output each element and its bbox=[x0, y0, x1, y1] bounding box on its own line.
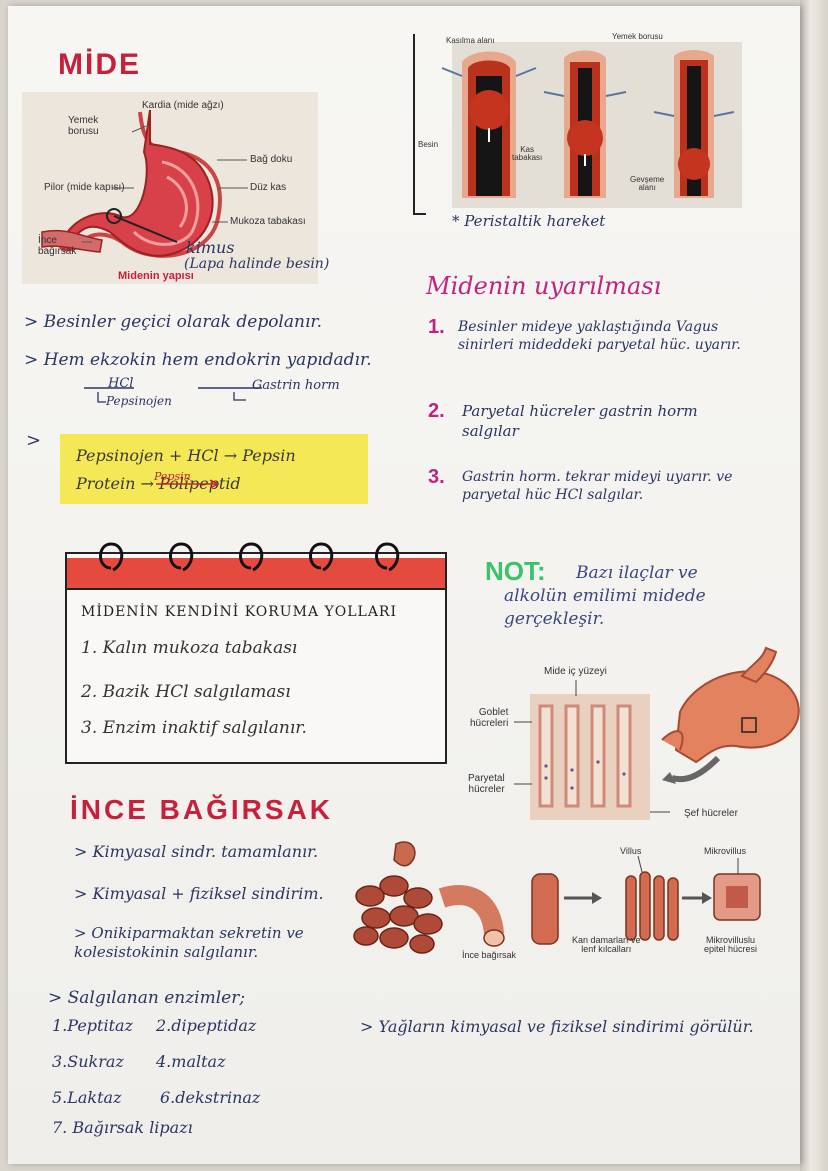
notebook-page: MİDE Kardia (mide ağzı) Yemek borusu Bağ… bbox=[8, 6, 800, 1164]
label-paryetal: Paryetal hücreler bbox=[468, 773, 505, 795]
koruma-item-3: 3. Enzim inaktif salgılanır. bbox=[81, 718, 307, 738]
label-sef: Şef hücreler bbox=[684, 808, 738, 819]
uyarilma-text-2: Paryetal hücreler gastrin horm salgılar bbox=[462, 402, 698, 440]
figure-caption: Midenin yapısı bbox=[118, 270, 194, 282]
label-mukoza: Mukoza tabakası bbox=[230, 216, 306, 227]
enzyme-3: 3.Sukraz bbox=[52, 1052, 124, 1071]
peristalsis-figure: Kasılma alanı Yemek borusu Besin Kas tab… bbox=[412, 28, 742, 220]
ince-note-2: > Kimyasal + fiziksel sindirim. bbox=[74, 884, 324, 903]
label-pilor: Pilor (mide kapısı) bbox=[44, 182, 125, 193]
tube-3 bbox=[674, 50, 714, 198]
label-ince-bagirsak-fig: İnce bağırsak bbox=[462, 950, 517, 960]
label-mikrovillus: Mikrovillus bbox=[704, 846, 747, 856]
hand-note-lapa: (Lapa halinde besin) bbox=[184, 256, 330, 272]
stomach-figure: Kardia (mide ağzı) Yemek borusu Bağ doku… bbox=[22, 92, 318, 284]
tube-1 bbox=[462, 51, 516, 198]
calendar-band bbox=[67, 558, 445, 590]
enzyme-1: 1.Peptitaz bbox=[52, 1016, 133, 1035]
notebook-edge bbox=[800, 0, 828, 1171]
title-uyarilmasi: Midenin uyarılması bbox=[426, 272, 662, 300]
intestine-figure: Villus Mikrovillus İnce bağırsak Kan dam… bbox=[342, 838, 776, 966]
uyarilma-text-1: Besinler mideye yaklaştığında Vagus sini… bbox=[458, 319, 741, 354]
label-yemek-borusu: Yemek borusu bbox=[68, 115, 99, 137]
label-besin: Besin bbox=[418, 140, 439, 149]
enzyme-5: 5.Laktaz bbox=[52, 1088, 122, 1107]
uyarilma-num-2: 2. bbox=[428, 400, 445, 422]
label-kasilma: Kasılma alanı bbox=[446, 36, 495, 45]
tube-2 bbox=[564, 50, 606, 198]
stomach-illustration bbox=[41, 109, 248, 258]
title-ince-bagirsak: İNCE BAĞIRSAK bbox=[70, 794, 334, 825]
label-yemek-borusu-2: Yemek borusu bbox=[612, 32, 663, 41]
reaction-enzyme: Pepsin bbox=[154, 470, 191, 483]
koruma-title: MİDENİN KENDİNİ KORUMA YOLLARI bbox=[81, 604, 397, 620]
arrow-mark: > bbox=[26, 430, 42, 451]
calendar-rings bbox=[99, 542, 400, 572]
reaction-1: Pepsinojen + HCl → Pepsin bbox=[76, 446, 296, 465]
label-epitel: Mikrovilluslu epitel hücresi bbox=[704, 935, 758, 955]
peristalsis-illustration bbox=[413, 34, 742, 215]
hand-note-kimus: kimus bbox=[186, 238, 235, 257]
label-mide-ic: Mide iç yüzeyi bbox=[544, 666, 607, 677]
enzyme-4: 4.maltaz bbox=[156, 1052, 226, 1071]
koruma-item-2: 2. Bazik HCl salgılaması bbox=[81, 682, 291, 702]
label-kan-damarlari: Kan damarları ve lenf kılcalları bbox=[572, 935, 641, 955]
uyarilma-num-3: 3. bbox=[428, 466, 445, 488]
uyarilma-item-1: 1. Besinler mideye yaklaştığında Vagus s… bbox=[428, 316, 758, 386]
note-ekzokrin-endokrin: > Hem ekzokin hem endokrin yapıdadır. bbox=[24, 350, 372, 370]
label-bag-doku: Bağ doku bbox=[250, 154, 293, 165]
label-kas: Kas tabakası bbox=[512, 145, 543, 162]
note-depolanir: > Besinler geçici olarak depolanır. bbox=[24, 312, 323, 332]
ince-note-3: > Onikiparmaktan sekretin ve kolesistoki… bbox=[74, 924, 304, 961]
note-gastrin: Gastrin horm bbox=[252, 378, 340, 393]
ince-note-1: > Kimyasal sindr. tamamlanır. bbox=[74, 842, 319, 861]
enzyme-6: 6.dekstrinaz bbox=[160, 1088, 261, 1107]
stomach-lining-illustration bbox=[514, 646, 800, 820]
uyarilma-item-3: 3. Gastrin horm. tekrar mideyi uyarır. v… bbox=[428, 466, 758, 536]
not-text: Bazı ilaçlar ve alkolün emilimi midede g… bbox=[504, 563, 706, 629]
label-duz-kas: Düz kas bbox=[250, 182, 287, 193]
enzymes-title: > Salgılanan enzimler; bbox=[48, 988, 246, 1008]
label-ince-bagirsak: İnce bağırsak bbox=[38, 235, 77, 257]
yag-note: > Yağların kimyasal ve fiziksel sindirim… bbox=[360, 1017, 754, 1036]
villi-figure: Mide iç yüzeyi Goblet hücreleri Paryetal… bbox=[466, 646, 816, 826]
ink-decorations bbox=[84, 387, 262, 489]
uyarilma-list: 1. Besinler mideye yaklaştığında Vagus s… bbox=[428, 316, 758, 536]
koruma-box: MİDENİN KENDİNİ KORUMA YOLLARI 1. Kalın … bbox=[65, 542, 447, 764]
uyarilma-text-3: Gastrin horm. tekrar mideyi uyarır. ve p… bbox=[462, 469, 733, 504]
koruma-item-1: 1. Kalın mukoza tabakası bbox=[81, 638, 298, 658]
enzyme-7: 7. Bağırsak lipazı bbox=[52, 1118, 193, 1137]
label-kardia: Kardia (mide ağzı) bbox=[142, 100, 224, 111]
title-mide: MİDE bbox=[58, 48, 141, 81]
not-label: NOT: bbox=[485, 556, 546, 586]
label-goblet: Goblet hücreleri bbox=[470, 707, 509, 729]
peristalsis-caption: * Peristaltik hareket bbox=[452, 212, 606, 230]
label-gevseme: Gevşeme alanı bbox=[630, 175, 665, 192]
uyarilma-item-2: 2. Paryetal hücreler gastrin horm salgıl… bbox=[428, 400, 758, 466]
intestine-illustration bbox=[353, 841, 761, 954]
label-villus: Villus bbox=[620, 846, 642, 856]
note-pepsinojen: Pepsinojen bbox=[106, 394, 172, 408]
reaction-highlight: Pepsinojen + HCl → Pepsin Protein → Poli… bbox=[60, 434, 368, 504]
enzyme-2: 2.dipeptidaz bbox=[156, 1016, 257, 1035]
uyarilma-num-1: 1. bbox=[428, 316, 445, 338]
